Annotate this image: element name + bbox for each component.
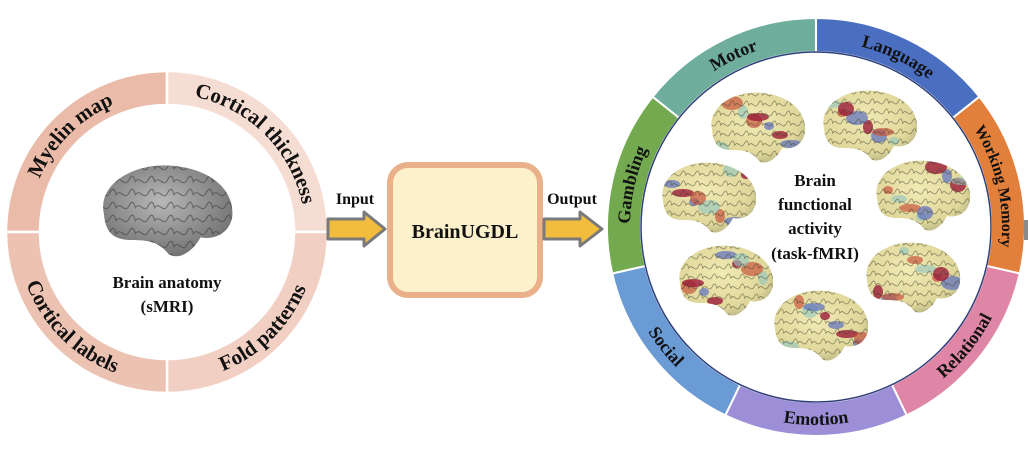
input-arrow <box>326 210 387 248</box>
label-emotion: Emotion <box>783 406 850 429</box>
output-label: Output <box>547 191 597 208</box>
label-myelin-map: Myelin map <box>22 87 116 181</box>
brainugdl-model-box <box>387 162 543 298</box>
input-label: Input <box>336 191 375 208</box>
functional-brain-5 <box>679 245 774 316</box>
functional-brain-4 <box>876 160 971 231</box>
anatomy-title: Brain anatomy <box>112 273 222 292</box>
functional-brain-6 <box>866 242 961 313</box>
activity-title-line-4: (task-fMRI) <box>771 244 859 263</box>
model-label: BrainUGDL <box>412 221 519 243</box>
ring-segment-cortical-labels <box>4 230 169 395</box>
functional-brain-2 <box>823 90 918 161</box>
activity-title-line-2: functional <box>778 195 852 214</box>
activity-title-line-3: activity <box>788 219 842 238</box>
activity-title-line-1: Brain <box>794 171 836 190</box>
offscreen-arrow-tail <box>1024 220 1028 240</box>
anatomy-subtitle: (sMRI) <box>141 297 194 316</box>
output-arrow <box>542 210 604 248</box>
anatomy-brain-image <box>103 165 233 257</box>
